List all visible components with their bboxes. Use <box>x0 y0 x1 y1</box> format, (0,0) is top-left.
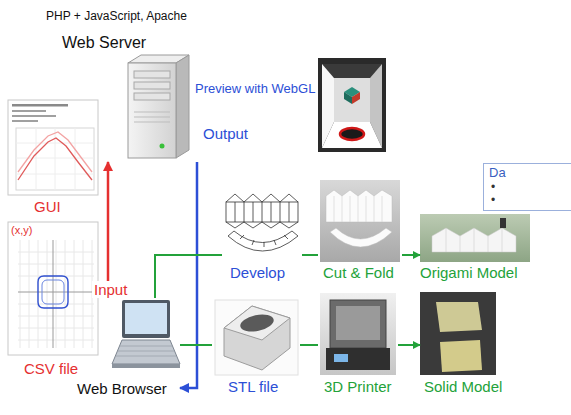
node-title: Preview with WebGL <box>195 82 315 97</box>
server-icon <box>128 55 189 158</box>
server-node: Web Server <box>62 34 200 162</box>
data-arrow <box>107 162 110 298</box>
flow-arrow <box>402 254 420 256</box>
box-heading: Da <box>489 166 506 181</box>
flow-line <box>155 255 222 298</box>
bullet: • <box>491 194 495 208</box>
flow-arrow <box>398 344 420 346</box>
node-caption: 3D Printer <box>324 378 392 395</box>
result-node: Origami Model <box>420 212 532 284</box>
printer-photo <box>320 293 396 375</box>
node-title: Web Server <box>62 34 146 52</box>
node-title: Web Browser <box>77 380 167 397</box>
node-caption: Cut & Fold <box>323 264 394 281</box>
edge-label: Input <box>92 281 129 298</box>
input-node: GUI <box>6 98 100 218</box>
development-drawing <box>226 194 298 251</box>
stack-note: PHP + JavaScript, Apache <box>46 10 187 24</box>
bullet: • <box>491 181 495 195</box>
solid-model-photo <box>420 292 496 375</box>
webgl-preview <box>318 58 386 152</box>
output-node: Develop <box>222 186 302 284</box>
input-node: CSV file <box>6 220 100 380</box>
flow-line <box>302 254 318 256</box>
axis-label: (x,y) <box>11 224 32 237</box>
origami-photo <box>420 214 530 262</box>
edge-label: Output <box>201 125 250 142</box>
output-node: STL file <box>212 298 300 398</box>
data-box: Da•• <box>483 163 571 211</box>
node-caption: STL file <box>228 378 278 395</box>
csv-plot <box>8 222 98 355</box>
laptop-icon <box>112 300 180 368</box>
process-node: 3D Printer <box>318 292 398 398</box>
result-node: Solid Model <box>420 292 510 398</box>
flow-line <box>180 344 212 346</box>
node-caption: Develop <box>230 264 285 281</box>
node-caption: GUI <box>34 198 61 215</box>
node-caption: Origami Model <box>420 264 518 281</box>
browser-node: Web Browser <box>73 298 180 400</box>
node-caption: Solid Model <box>424 378 502 395</box>
flow-line <box>300 344 318 346</box>
data-arrow <box>180 162 197 388</box>
process-node: Cut & Fold <box>318 178 402 284</box>
node-caption: CSV file <box>24 360 78 377</box>
gui-screenshot <box>8 100 98 195</box>
stl-render <box>215 300 298 375</box>
cut-fold-photo <box>320 180 400 262</box>
